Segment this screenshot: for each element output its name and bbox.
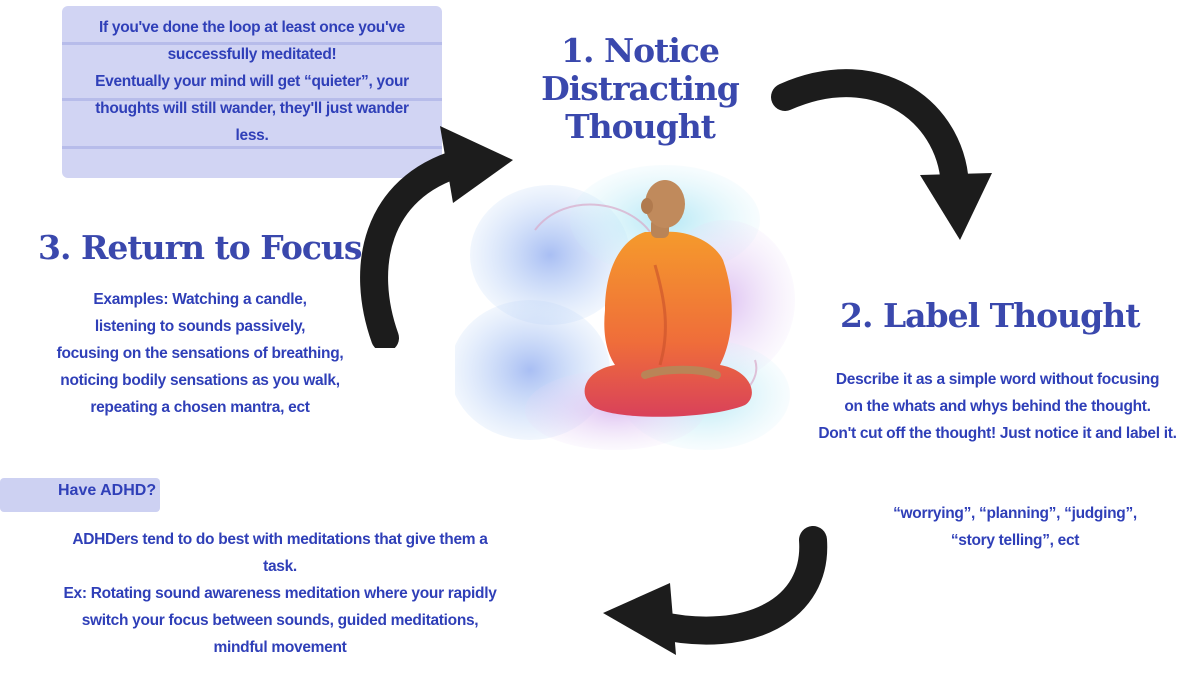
loop-note: If you've done the loop at least once yo… bbox=[62, 6, 442, 178]
step2-example-line: “worrying”, “planning”, “judging”, bbox=[893, 505, 1137, 522]
note-text: If you've done the loop at least once yo… bbox=[62, 14, 442, 149]
adhd-line: task. bbox=[263, 558, 297, 575]
note-line: Eventually your mind will get “quieter”,… bbox=[95, 73, 409, 90]
curved-arrow-icon bbox=[603, 526, 828, 655]
step2-example-line: “story telling”, ect bbox=[950, 532, 1080, 549]
note-highlight bbox=[62, 6, 442, 178]
step1-heading: 1. Notice Distracting Thought bbox=[520, 32, 760, 146]
step3-example-line: focusing on the sensations of breathing, bbox=[56, 345, 344, 362]
monk-head bbox=[645, 180, 685, 228]
highlight-streak bbox=[62, 146, 442, 149]
highlight-streak bbox=[62, 42, 442, 45]
step2-description: Describe it as a simple word without foc… bbox=[800, 366, 1195, 447]
note-line: successfully meditated! bbox=[167, 46, 337, 63]
meditating-monk-illustration bbox=[455, 165, 795, 450]
step3-example-line: noticing bodily sensations as you walk, bbox=[60, 372, 340, 389]
step2-heading: 2. Label Thought bbox=[840, 296, 1140, 335]
step3-example-line: repeating a chosen mantra, ect bbox=[90, 399, 310, 416]
adhd-text: ADHDers tend to do best with meditations… bbox=[30, 526, 530, 661]
note-line: If you've done the loop at least once yo… bbox=[99, 19, 405, 36]
adhd-line: mindful movement bbox=[213, 639, 347, 656]
step1-line: Thought bbox=[565, 107, 716, 146]
step3-example-line: Examples: Watching a candle, bbox=[93, 291, 307, 308]
adhd-heading: Have ADHD? bbox=[58, 482, 157, 499]
adhd-line: ADHDers tend to do best with meditations… bbox=[72, 531, 488, 548]
monk-hands bbox=[641, 365, 721, 379]
step1-line: Distracting bbox=[541, 69, 740, 108]
glitter-line bbox=[534, 203, 656, 241]
monk-face bbox=[641, 198, 653, 214]
step3-example-line: listening to sounds passively, bbox=[94, 318, 306, 335]
adhd-line: switch your focus between sounds, guided… bbox=[81, 612, 479, 629]
step2-description-line: on the whats and whys behind the thought… bbox=[844, 398, 1151, 415]
step1-line: 1. Notice bbox=[561, 31, 720, 70]
step2-examples: “worrying”, “planning”, “judging”, “stor… bbox=[850, 500, 1180, 554]
robe-fold bbox=[653, 264, 667, 366]
note-line: less. bbox=[235, 127, 269, 144]
step3-heading: 3. Return to Focus bbox=[38, 228, 363, 267]
step2-description-line: Describe it as a simple word without foc… bbox=[835, 371, 1160, 388]
adhd-label-highlight: Have ADHD? bbox=[0, 478, 160, 512]
curved-arrow-icon bbox=[360, 126, 513, 348]
curved-arrow-icon bbox=[771, 69, 992, 240]
step2-description-line: Don't cut off the thought! Just notice i… bbox=[818, 425, 1177, 442]
note-line: thoughts will still wander, they'll just… bbox=[95, 100, 409, 117]
highlight-streak bbox=[62, 98, 442, 101]
step3-examples: Examples: Watching a candle, listening t… bbox=[0, 286, 400, 421]
adhd-line: Ex: Rotating sound awareness meditation … bbox=[63, 585, 497, 602]
